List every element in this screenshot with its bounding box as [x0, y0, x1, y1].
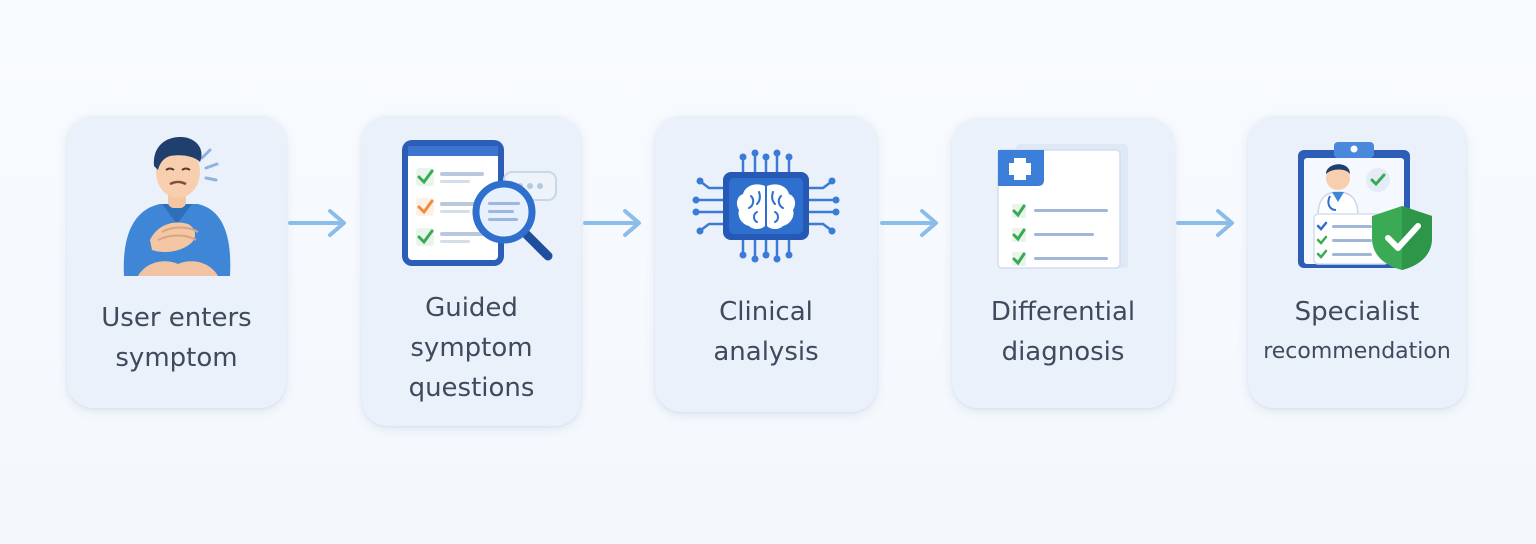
step-label-line: questions [408, 373, 535, 403]
step-card-4: Differential diagnosis [952, 118, 1174, 408]
flow-arrow-3 [880, 209, 938, 237]
step-card-2: Guided symptom questions [362, 116, 581, 426]
step-label-3: Clinical analysis [655, 292, 877, 372]
step-label-4: Differential diagnosis [952, 292, 1174, 372]
step-label-line: Differential [990, 297, 1136, 327]
step-label-line: User enters [101, 303, 252, 333]
step-label-line: Guided [425, 293, 518, 323]
step-card-1: User enters symptom [67, 116, 286, 408]
flow-arrow-1 [288, 209, 346, 237]
step-label-line: Clinical [719, 297, 813, 327]
step-label-line: symptom [115, 343, 238, 373]
step-label-line: recommendation [1263, 339, 1451, 364]
medical-checklist-icon [997, 144, 1128, 269]
person-chest-pain-icon [123, 137, 231, 276]
step-card-3: Clinical analysis [655, 116, 877, 412]
step-label-5: Specialist recommendation [1248, 292, 1466, 372]
step-label-line: symptom [410, 333, 533, 363]
step-label-line: Specialist [1294, 297, 1420, 327]
step-label-1: User enters symptom [67, 298, 286, 378]
step-label-line: analysis [713, 337, 819, 367]
step-card-5: Specialist recommendation [1248, 116, 1466, 408]
flow-arrow-4 [1176, 209, 1234, 237]
flow-arrow-2 [583, 209, 641, 237]
step-label-2: Guided symptom questions [362, 288, 581, 408]
ai-brain-chip-icon [692, 149, 840, 263]
phone-checklist-magnifier-icon [402, 140, 557, 266]
step-label-line: diagnosis [1001, 337, 1125, 367]
doctor-clipboard-shield-icon [1298, 142, 1432, 270]
